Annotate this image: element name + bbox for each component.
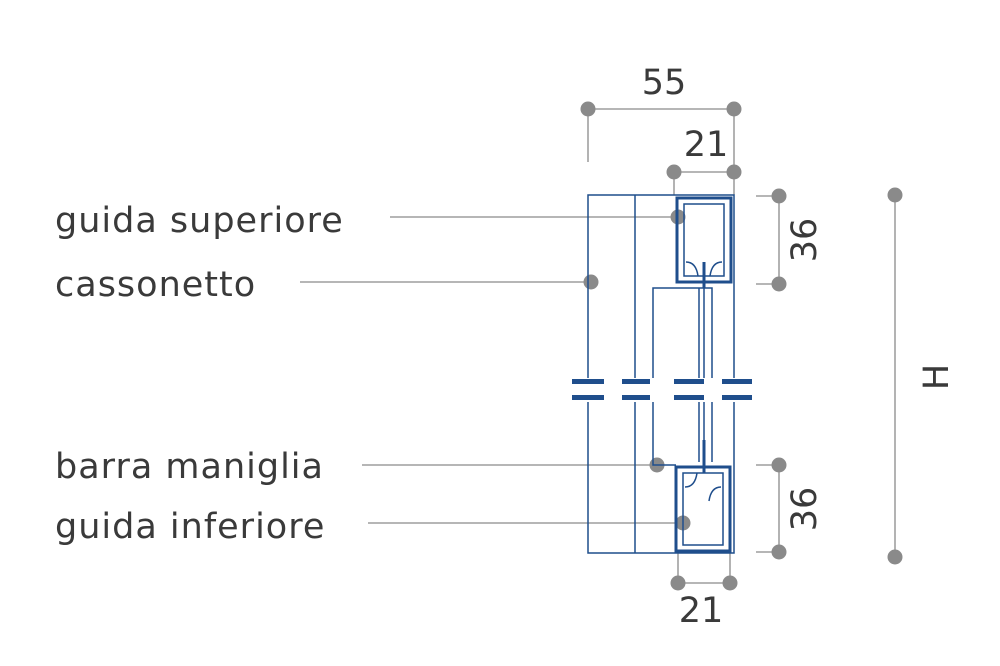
break-mark-3a: [674, 379, 704, 384]
label-guida-inferiore: guida inferiore: [55, 507, 325, 547]
bottom-guide-brush: [684, 472, 722, 502]
handle-bar-top: [652, 287, 713, 378]
dim-bottom-guide-height: 36: [785, 487, 825, 532]
dim-dot-bottom-guide-right: [722, 575, 738, 591]
label-guida-superiore: guida superiore: [55, 201, 344, 241]
dim-dot-total-right: [726, 101, 742, 117]
cassonetto-top: [587, 194, 735, 378]
break-mark-4a: [722, 379, 752, 384]
dim-dot-bottom-guide-left: [670, 575, 686, 591]
break-mark-4b: [722, 395, 752, 400]
dim-dot-height-top: [887, 187, 903, 203]
break-mark-2a: [622, 379, 650, 384]
dim-dot-bottom-36-b: [771, 544, 787, 560]
cassonetto-bottom: [587, 402, 735, 554]
dim-dot-top-36-a: [771, 188, 787, 204]
leader-dot-cassonetto: [583, 274, 599, 290]
break-mark-1a: [572, 379, 604, 384]
dim-top-guide-width: 21: [684, 125, 729, 165]
dim-dot-height-bottom: [887, 549, 903, 565]
dim-dot-bottom-36-a: [771, 457, 787, 473]
dim-top-guide-height: 36: [785, 218, 825, 263]
dim-total-width: 55: [642, 63, 687, 103]
top-guide-brush: [685, 261, 723, 277]
dim-dot-top-guide-right: [726, 164, 742, 180]
dim-bottom-guide-width: 21: [679, 591, 724, 631]
handle-bar-bottom: [652, 402, 676, 466]
label-barra-maniglia: barra maniglia: [55, 447, 324, 487]
break-mark-3b: [674, 395, 704, 400]
dim-dot-top-36-b: [771, 276, 787, 292]
bottom-guide: [674, 465, 732, 553]
label-cassonetto: cassonetto: [55, 265, 256, 305]
break-mark-1b: [572, 395, 604, 400]
dim-dot-total-left: [580, 101, 596, 117]
break-mark-2b: [622, 395, 650, 400]
dim-dot-top-guide-left: [666, 164, 682, 180]
bottom-guide-inner: [682, 472, 724, 546]
break-symbols: [572, 379, 752, 400]
dim-height: H: [917, 364, 957, 390]
profile-cross-section: [572, 194, 752, 554]
